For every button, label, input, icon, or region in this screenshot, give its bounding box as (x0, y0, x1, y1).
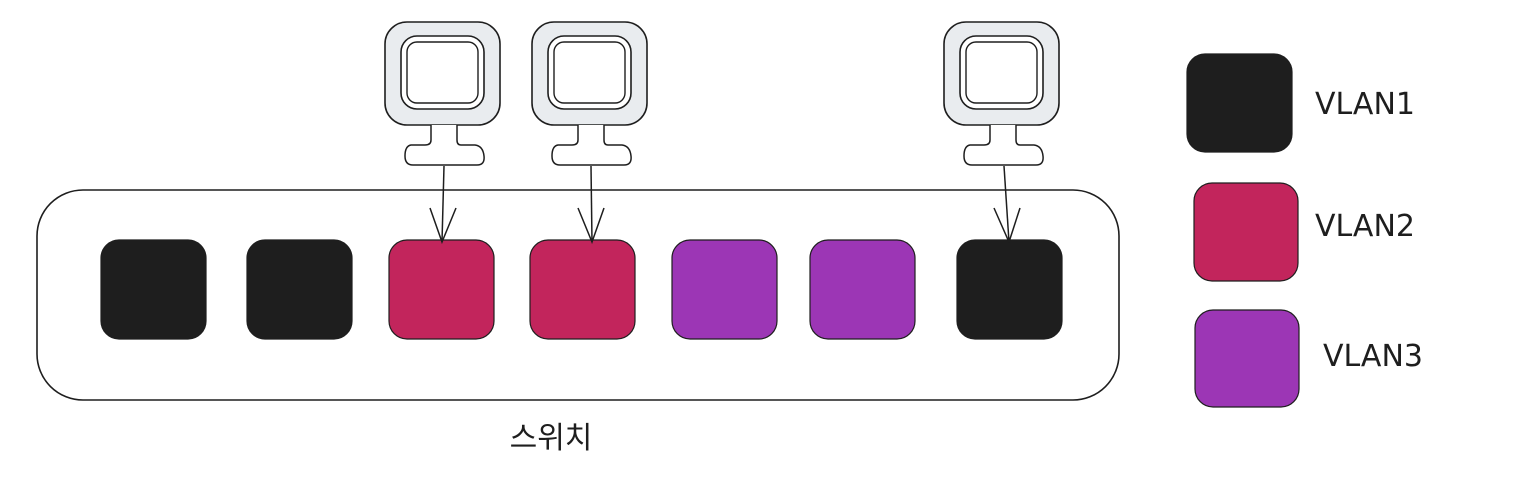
computer-1 (384, 21, 501, 166)
switch-body (36, 189, 1120, 401)
legend: VLAN1 VLAN2 VLAN3 (1186, 53, 1423, 408)
computer-icon (531, 21, 648, 166)
switch-port-7 (956, 239, 1063, 340)
legend-swatch-vlan2 (1193, 182, 1299, 282)
connection-arrow-1 (429, 165, 457, 245)
switch-port-5 (671, 239, 778, 340)
legend-label-vlan1: VLAN1 (1315, 87, 1415, 122)
switch-ports (100, 239, 1063, 340)
switch-label: 스위치 (510, 421, 593, 456)
computer-2 (531, 21, 648, 166)
legend-item-vlan1: VLAN1 (1186, 53, 1415, 153)
legend-swatch-vlan1 (1186, 53, 1293, 153)
switch-port-2 (246, 239, 353, 340)
switch-port-3 (388, 239, 495, 340)
legend-label-vlan2: VLAN2 (1315, 209, 1415, 244)
switch-port-6 (809, 239, 916, 340)
legend-swatch-vlan3 (1194, 309, 1300, 408)
computer-3 (943, 21, 1060, 166)
switch-port-1 (100, 239, 207, 340)
legend-item-vlan2: VLAN2 (1193, 182, 1415, 282)
arrowhead-icon (429, 207, 457, 245)
connection-arrow-2 (577, 165, 605, 245)
connection-arrow-3 (993, 165, 1021, 245)
switch-port-4 (529, 239, 636, 340)
legend-label-vlan3: VLAN3 (1323, 339, 1423, 374)
arrowhead-icon (577, 207, 605, 245)
legend-item-vlan3: VLAN3 (1194, 309, 1423, 408)
computer-icon (384, 21, 501, 166)
computer-icon (943, 21, 1060, 166)
arrowhead-icon (993, 207, 1021, 245)
